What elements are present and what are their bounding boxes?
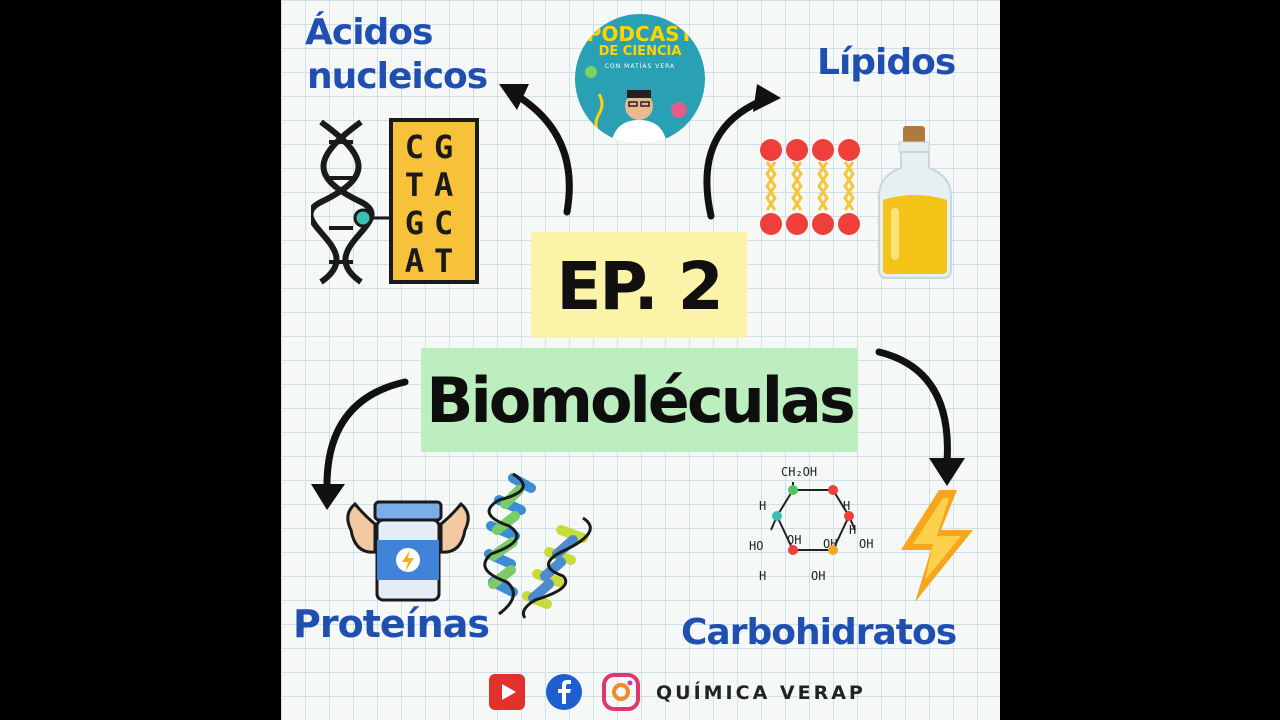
glucose-oh4: OH xyxy=(859,537,873,551)
dna-helix-icon xyxy=(311,119,389,285)
logo-author-text: CON MATÍAS VERA xyxy=(604,63,676,70)
glucose-h4: H xyxy=(759,569,766,583)
oil-bottle-icon xyxy=(878,126,952,279)
title-banner: Biomoléculas xyxy=(421,348,858,452)
glucose-h1: H xyxy=(759,499,766,513)
lipid-bilayer-icon xyxy=(760,139,860,235)
label-acidos-nucleicos-line2: nucleicos xyxy=(307,56,488,97)
logo-podcast-text: PODCAST xyxy=(586,22,694,46)
glucose-structure-icon: CH₂OH H H H H HO OH OH OH OH xyxy=(749,465,873,583)
presenter-illustration xyxy=(585,66,687,144)
dna-row-4: AT xyxy=(404,242,464,280)
label-acidos-nucleicos-line1: Ácidos xyxy=(305,12,433,53)
label-proteinas: Proteínas xyxy=(293,602,490,646)
dna-row-2: TA xyxy=(404,166,464,204)
instagram-icon[interactable] xyxy=(601,672,641,712)
logo-ciencia-text: DE CIENCIA xyxy=(598,44,682,59)
connector-arrows xyxy=(311,84,965,510)
facebook-icon[interactable] xyxy=(544,672,584,712)
protein-jar-icon xyxy=(346,500,470,602)
episode-number: EP. 2 xyxy=(556,248,723,325)
page-title: Biomoléculas xyxy=(426,364,856,437)
energy-bolt-icon xyxy=(901,490,973,602)
dna-sequence-panel: CG TA GC AT xyxy=(389,118,479,284)
episode-badge: EP. 2 xyxy=(531,232,747,338)
protein-helix-icon xyxy=(483,472,592,619)
glucose-oh5: OH xyxy=(811,569,825,583)
label-lipidos: Lípidos xyxy=(817,42,956,83)
glucose-oh1: HO xyxy=(749,539,763,553)
dna-row-3: GC xyxy=(404,204,464,242)
podcast-logo: PODCAST DE CIENCIA CON MATÍAS VERA xyxy=(575,14,705,144)
paper-fold xyxy=(281,338,1000,340)
glucose-h3: H xyxy=(849,523,856,537)
brand-name[interactable]: QUÍMICA VERAP xyxy=(656,682,866,704)
dna-row-1: CG xyxy=(404,128,464,166)
label-carbohidratos: Carbohidratos xyxy=(681,612,957,653)
glucose-h2: H xyxy=(843,499,850,513)
thumbnail-panel: Ácidos nucleicos Lípidos Proteínas Carbo… xyxy=(281,0,1000,720)
youtube-icon[interactable] xyxy=(487,672,527,712)
glucose-ch2oh: CH₂OH xyxy=(781,465,817,479)
